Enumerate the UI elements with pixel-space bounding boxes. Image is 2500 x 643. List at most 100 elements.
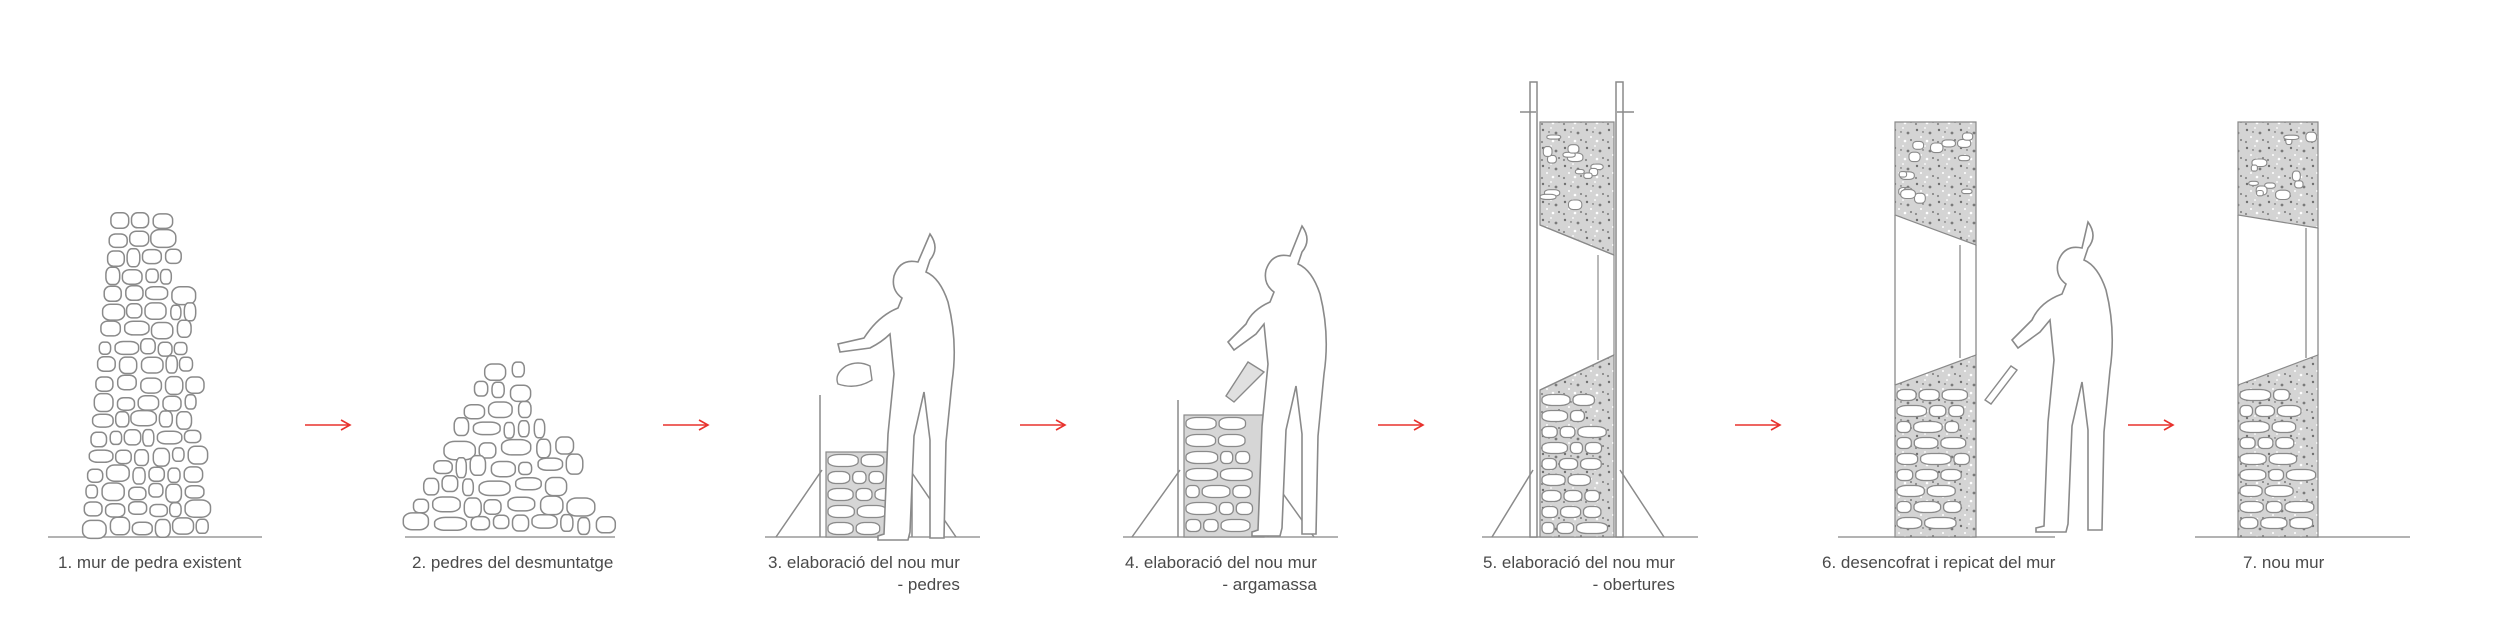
- wall-stone: [156, 430, 183, 445]
- wall-stone: [1541, 521, 1555, 535]
- wall-stone: [139, 338, 156, 355]
- pile-stone: [555, 436, 575, 455]
- pile-stone: [565, 453, 584, 475]
- stone-void: [2264, 182, 2276, 189]
- wall-stone: [121, 269, 143, 285]
- stone-void: [2250, 164, 2258, 172]
- wall-stone: [114, 340, 140, 356]
- wall-stone: [1584, 441, 1603, 455]
- wall-stone: [1185, 433, 1217, 448]
- wall-stone: [1948, 404, 1965, 418]
- wall-stone: [1235, 501, 1254, 516]
- wall-stone: [1928, 404, 1947, 418]
- wall-stone: [150, 228, 177, 249]
- wall-stone: [1541, 473, 1566, 487]
- wall-stone: [1232, 484, 1252, 499]
- wall-stone: [1953, 452, 1971, 466]
- wall-stone: [128, 486, 147, 501]
- wall-stone: [1913, 420, 1943, 434]
- wall-stone: [157, 341, 173, 357]
- wall-stone: [2239, 388, 2272, 402]
- wall-stone: [96, 356, 116, 373]
- wall-stone: [1559, 505, 1582, 519]
- wall-stone: [2264, 484, 2294, 498]
- step-label: elaboració del nou mur: [786, 553, 960, 572]
- pile-stone: [478, 480, 511, 497]
- wall-stone: [140, 377, 163, 394]
- wall-stone: [184, 484, 205, 499]
- stone-void: [1900, 189, 1916, 200]
- step-number: 2.: [412, 553, 427, 572]
- wall-stone: [109, 516, 131, 536]
- step-5-openings-formwork: [1491, 81, 1665, 538]
- wall-stone: [183, 302, 197, 322]
- wall-stone: [171, 517, 195, 535]
- wall-stone: [2268, 452, 2298, 466]
- wall-stone: [1919, 452, 1952, 466]
- wall-stone: [168, 502, 182, 518]
- pile-stone: [433, 516, 468, 532]
- pile-stone: [514, 476, 542, 491]
- wall-stone: [152, 213, 174, 230]
- stone-void: [1913, 192, 1926, 204]
- wall-stone: [855, 487, 873, 502]
- wall-stone: [152, 447, 171, 467]
- wall-stone: [1219, 450, 1234, 465]
- stone-void: [2305, 131, 2318, 143]
- pile-stone: [443, 440, 477, 461]
- wall-stone: [105, 266, 121, 286]
- wall-stone: [1218, 416, 1247, 431]
- wall-stone: [1185, 501, 1218, 516]
- wall-stone: [150, 321, 174, 340]
- wall-stone: [1185, 518, 1202, 533]
- wall-stone: [1896, 388, 1917, 402]
- stone-void: [1912, 140, 1925, 150]
- wall-stone: [173, 341, 188, 356]
- stone-void: [1567, 144, 1580, 154]
- wall-stone: [148, 482, 164, 498]
- wall-stone: [1896, 420, 1912, 434]
- pile-stone: [491, 381, 505, 399]
- stone-void: [1546, 154, 1557, 164]
- wall-stone: [171, 286, 197, 306]
- stone-void: [1567, 199, 1583, 211]
- pile-stone: [492, 514, 510, 530]
- wall-stone: [167, 467, 181, 484]
- wall-stone: [170, 304, 182, 321]
- wall-stone: [2254, 404, 2276, 418]
- step-4-mortar-formwork: [1131, 224, 1328, 538]
- pile-stone: [544, 476, 568, 497]
- pile-stone: [487, 401, 513, 419]
- pile-stone: [463, 403, 486, 420]
- wall-stone: [1541, 425, 1558, 439]
- wall-stone: [133, 448, 150, 467]
- pile-stone: [461, 478, 475, 497]
- wall-stone: [165, 483, 183, 503]
- wall-stone: [108, 233, 128, 249]
- wall-stone: [149, 503, 169, 518]
- wall-stone: [1185, 484, 1200, 499]
- wall-stone: [1567, 473, 1592, 487]
- wall-stone: [144, 302, 167, 321]
- wall-stone: [2268, 468, 2285, 482]
- stone-void: [1908, 151, 1921, 163]
- wall-stone: [1942, 500, 1962, 514]
- wall-stone: [2265, 500, 2283, 514]
- wall-stone: [1579, 457, 1602, 471]
- step-label: elaboració del nou mur: [1501, 553, 1675, 572]
- step-label: desencofrat i repicat del mur: [1840, 553, 2056, 572]
- pile-stone: [463, 497, 482, 519]
- pile-stone: [507, 496, 536, 512]
- stone-in-hands: [836, 362, 873, 387]
- wall-stone: [1201, 484, 1231, 499]
- step-label: mur de pedra existent: [76, 553, 242, 572]
- pile-stone: [577, 516, 591, 536]
- wall-stone: [1941, 388, 1969, 402]
- stone-void: [1961, 132, 1974, 141]
- wall-stone: [126, 248, 141, 268]
- wall-stone: [855, 521, 881, 536]
- pile-stone: [517, 400, 532, 419]
- wall-stone: [1896, 404, 1928, 418]
- pile-stone: [431, 496, 461, 513]
- wall-stone: [140, 356, 164, 374]
